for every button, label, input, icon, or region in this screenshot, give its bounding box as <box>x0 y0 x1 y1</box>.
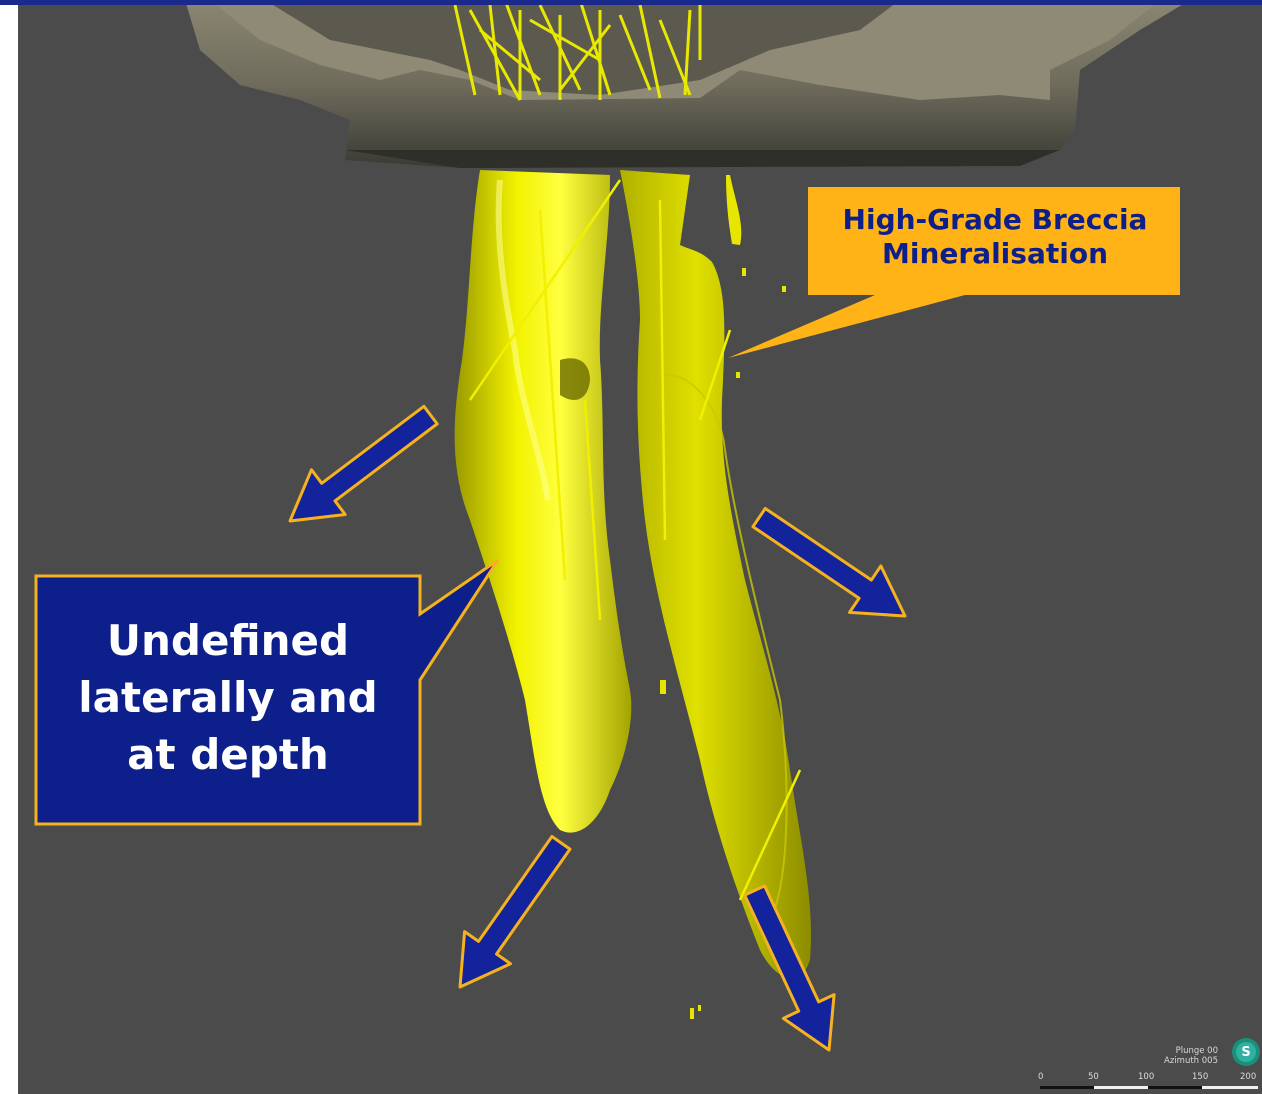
plunge-label: Plunge 00 <box>1160 1046 1218 1056</box>
scale-tick-100: 100 <box>1138 1072 1154 1082</box>
azimuth-label: Azimuth 005 <box>1160 1056 1218 1066</box>
breccia-callout-text: High-Grade Breccia Mineralisation <box>810 203 1180 271</box>
breccia-line-1: High-Grade Breccia <box>810 203 1180 237</box>
arrow-upper-left <box>273 393 447 544</box>
model-scene <box>18 0 1262 1094</box>
breccia-line-2: Mineralisation <box>810 237 1180 271</box>
top-accent-bar <box>0 0 1262 5</box>
scale-tick-0: 0 <box>1038 1072 1043 1082</box>
3d-viewport[interactable]: High-Grade Breccia Mineralisation Undefi… <box>18 0 1262 1094</box>
orientation-readout: Plunge 00 Azimuth 005 <box>1160 1046 1218 1066</box>
pit-shell <box>185 0 1190 168</box>
undefined-line-2: laterally and <box>36 669 420 726</box>
arrow-right <box>743 494 920 639</box>
undefined-line-1: Undefined <box>36 612 420 669</box>
compass-letter: S <box>1236 1045 1256 1060</box>
scale-tick-50: 50 <box>1088 1072 1099 1082</box>
undefined-line-3: at depth <box>36 726 420 783</box>
undefined-callout-text: Undefined laterally and at depth <box>36 612 420 783</box>
scale-tick-200: 200 <box>1240 1072 1256 1082</box>
scale-tick-150: 150 <box>1192 1072 1208 1082</box>
scale-bar <box>1040 1086 1258 1089</box>
arrow-lower-left <box>437 827 584 1003</box>
